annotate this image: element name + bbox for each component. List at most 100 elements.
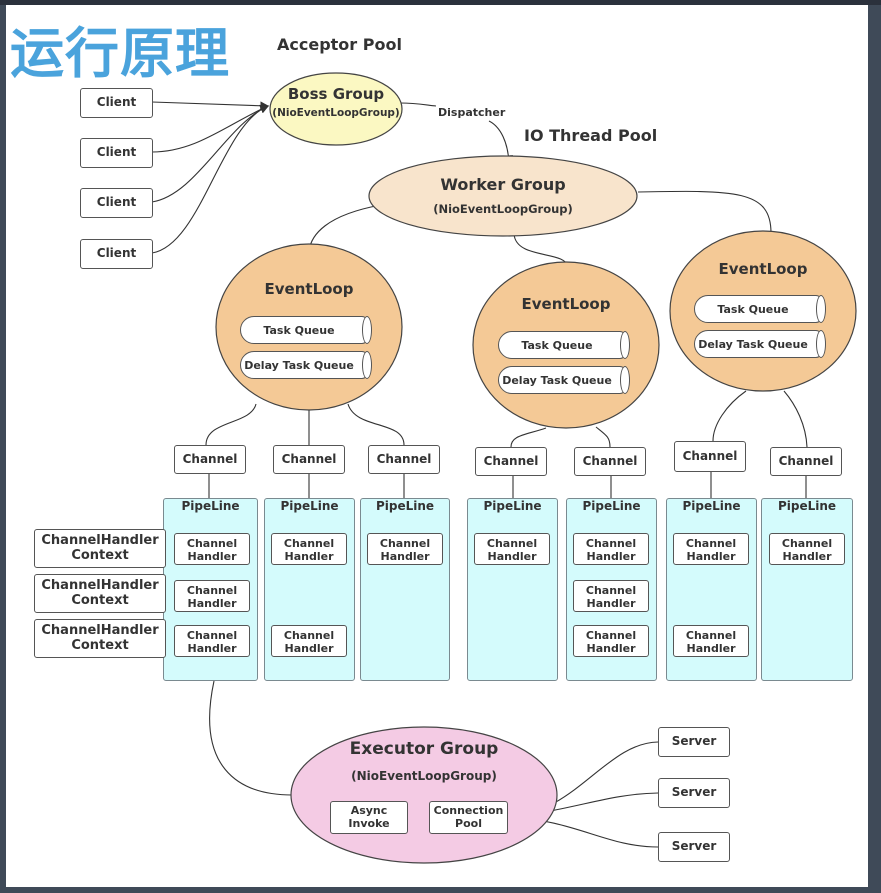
task-queue-label: Task Queue bbox=[263, 323, 335, 337]
handler-label-line: Channel bbox=[585, 629, 637, 642]
handler-label-line: Handler bbox=[284, 641, 334, 655]
handler-label-line: Handler bbox=[686, 641, 736, 655]
async-invoke-line2: Invoke bbox=[348, 816, 390, 830]
channel-box[interactable]: Channel bbox=[475, 447, 547, 476]
handler-label-line: Channel bbox=[486, 537, 538, 550]
handler-label-line: Channel bbox=[283, 629, 335, 642]
worker-group-ellipse bbox=[368, 155, 638, 237]
task-queue: Task Queue bbox=[240, 316, 372, 344]
client-box[interactable]: Client bbox=[80, 138, 153, 168]
connection-pool-box[interactable]: Connection Pool bbox=[429, 801, 508, 834]
handler-label-line: Channel bbox=[685, 537, 737, 550]
page-title: 运行原理 bbox=[10, 22, 230, 85]
pipeline-title: PipeLine bbox=[181, 499, 240, 513]
channel-handler-context-box[interactable]: ChannelHandler Context bbox=[34, 619, 166, 658]
handler-label-line: Channel bbox=[186, 537, 238, 550]
context-line1: ChannelHandler bbox=[41, 577, 159, 593]
queue-cap bbox=[620, 366, 630, 394]
pipeline-title: PipeLine bbox=[280, 499, 339, 513]
channel-handler-context-box[interactable]: ChannelHandler Context bbox=[34, 529, 166, 568]
handler-label-line: Channel bbox=[685, 629, 737, 642]
context-line2: Context bbox=[71, 637, 129, 653]
server-box[interactable]: Server bbox=[658, 727, 730, 757]
client-box[interactable]: Client bbox=[80, 188, 153, 218]
connection-pool-line1: Connection bbox=[433, 803, 504, 817]
channel-box[interactable]: Channel bbox=[273, 445, 345, 474]
handler-label-line: Channel bbox=[585, 584, 637, 597]
boss-group-subtitle: (NioEventLoopGroup) bbox=[272, 107, 400, 119]
pipeline: PipeLine bbox=[467, 498, 558, 681]
handler-label-line: Handler bbox=[586, 549, 636, 563]
handler-label-line: Channel bbox=[283, 537, 335, 550]
queue-cap bbox=[620, 331, 630, 359]
channel-box[interactable]: Channel bbox=[574, 447, 646, 476]
handler-label-line: Channel bbox=[186, 584, 238, 597]
queue-cap bbox=[362, 316, 372, 344]
pipeline-title: PipeLine bbox=[777, 499, 837, 513]
executor-group-subtitle: (NioEventLoopGroup) bbox=[351, 769, 497, 783]
worker-to-eventloop-3 bbox=[637, 190, 772, 234]
channel-box[interactable]: Channel bbox=[368, 445, 440, 474]
delay-task-queue-label: Delay Task Queue bbox=[698, 337, 808, 351]
channel-box[interactable]: Channel bbox=[770, 447, 842, 476]
handler-label-line: Handler bbox=[586, 596, 636, 610]
client-box[interactable]: Client bbox=[80, 88, 153, 118]
el3-to-ch7 bbox=[783, 390, 808, 448]
context-line1: ChannelHandler bbox=[41, 532, 159, 548]
queue-cap bbox=[816, 330, 826, 358]
handler-label-line: Channel bbox=[781, 537, 833, 550]
delay-task-queue: Delay Task Queue bbox=[240, 351, 372, 379]
pipeline-title: PipeLine bbox=[582, 499, 641, 513]
pl1-to-executor bbox=[209, 680, 293, 796]
handler-label-line: Handler bbox=[380, 549, 430, 563]
eventloop-title: EventLoop bbox=[718, 260, 808, 278]
async-invoke-box[interactable]: Async Invoke bbox=[330, 801, 408, 834]
client-4-link bbox=[151, 104, 270, 254]
el1-to-ch3 bbox=[347, 403, 405, 446]
server-box[interactable]: Server bbox=[658, 778, 730, 808]
delay-task-queue-label: Delay Task Queue bbox=[502, 373, 612, 387]
io-thread-pool-label: IO Thread Pool bbox=[524, 126, 658, 145]
delay-task-queue-label: Delay Task Queue bbox=[244, 358, 354, 372]
server-box[interactable]: Server bbox=[658, 832, 730, 862]
handler-label-line: Handler bbox=[187, 641, 237, 655]
task-queue: Task Queue bbox=[694, 295, 826, 323]
boss-group-ellipse bbox=[269, 72, 403, 146]
delay-task-queue: Delay Task Queue bbox=[498, 366, 630, 394]
channel-handler-context-box[interactable]: ChannelHandler Context bbox=[34, 574, 166, 613]
channel-box[interactable]: Channel bbox=[174, 445, 246, 474]
handler-label-line: Handler bbox=[487, 549, 537, 563]
handler-label-line: Channel bbox=[186, 629, 238, 642]
handler-label-line: Handler bbox=[187, 549, 237, 563]
el2-to-ch5 bbox=[595, 426, 611, 448]
task-queue: Task Queue bbox=[498, 331, 630, 359]
eventloop-title: EventLoop bbox=[521, 295, 611, 313]
client-box[interactable]: Client bbox=[80, 239, 153, 269]
handler-label-line: Channel bbox=[585, 537, 637, 550]
worker-group-title: Worker Group bbox=[440, 175, 566, 194]
pipeline-title: PipeLine bbox=[682, 499, 741, 513]
diagram-canvas: 运行原理 Acceptor Pool IO Thread Pool Dispat… bbox=[6, 5, 868, 887]
delay-task-queue: Delay Task Queue bbox=[694, 330, 826, 358]
boss-group-title: Boss Group bbox=[287, 85, 385, 103]
executor-group-title: Executor Group bbox=[349, 739, 499, 759]
dispatcher-label: Dispatcher bbox=[438, 106, 506, 119]
connection-pool-line2: Pool bbox=[455, 816, 482, 830]
queue-cap bbox=[816, 295, 826, 323]
channel-box[interactable]: Channel bbox=[674, 441, 746, 472]
eventloop-title: EventLoop bbox=[264, 280, 354, 298]
task-queue-label: Task Queue bbox=[521, 338, 593, 352]
